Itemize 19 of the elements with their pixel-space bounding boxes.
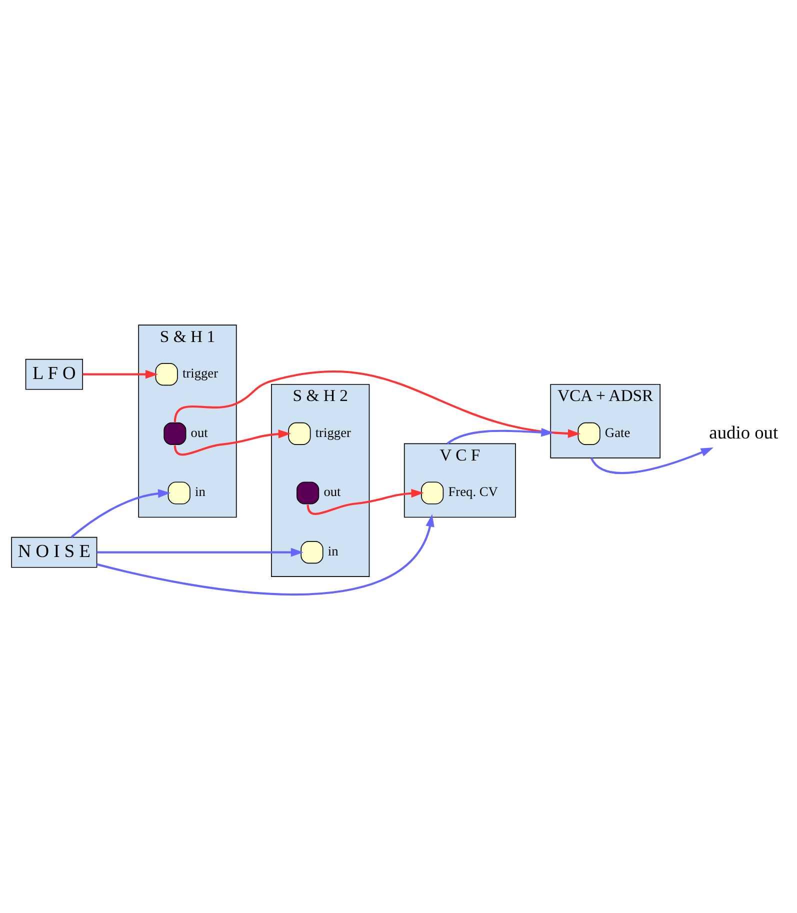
node-label: in xyxy=(328,544,338,559)
node-label: Freq. CV xyxy=(448,484,498,500)
arrow xyxy=(306,488,424,515)
arrow xyxy=(590,448,714,474)
node-label: trigger xyxy=(315,424,351,440)
arrow xyxy=(70,489,171,538)
node-box: N O I S E xyxy=(11,536,98,568)
node-label: Gate xyxy=(604,424,630,440)
node-label: out xyxy=(324,484,341,500)
arrow xyxy=(96,514,434,596)
node-text: audio out xyxy=(709,422,778,442)
node-label: trigger xyxy=(182,366,218,381)
node-label: out xyxy=(190,424,208,440)
arrow xyxy=(96,548,304,557)
arrow xyxy=(82,370,158,379)
arrow xyxy=(174,430,291,456)
arrow xyxy=(446,428,554,445)
node-box: L F O xyxy=(25,358,84,390)
node-label: in xyxy=(195,484,206,500)
